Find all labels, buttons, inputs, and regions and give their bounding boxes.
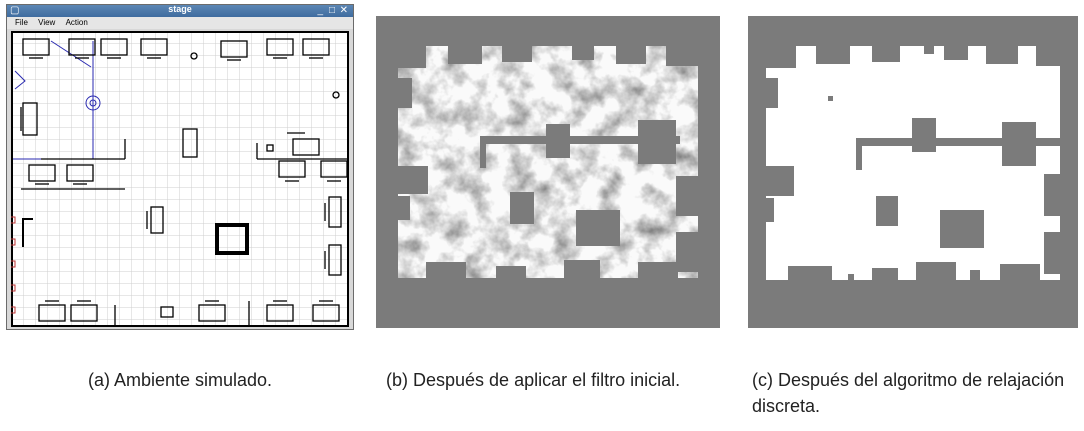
menu-file[interactable]: File bbox=[15, 18, 28, 27]
filtered-map-image bbox=[376, 16, 720, 328]
relaxed-map-image bbox=[748, 16, 1078, 328]
window-title: stage bbox=[168, 4, 192, 14]
minimize-icon[interactable]: _ bbox=[317, 5, 323, 16]
menu-view[interactable]: View bbox=[38, 18, 56, 27]
close-icon[interactable]: ✕ bbox=[339, 5, 348, 16]
simulated-environment-window: ▢ stage _ □ ✕ File View Action bbox=[6, 4, 354, 330]
caption-c: (c) Después del algoritmo de relajación … bbox=[752, 370, 1065, 416]
window-titlebar: ▢ stage _ □ ✕ bbox=[7, 4, 353, 17]
menu-bar: File View Action bbox=[7, 17, 353, 29]
stage-world-view[interactable] bbox=[8, 31, 349, 327]
filtered-occupancy-map bbox=[376, 16, 720, 328]
caption-b: (b) Después de aplicar el filtro inicial… bbox=[386, 370, 681, 390]
caption-a: (a) Ambiente simulado. bbox=[87, 370, 273, 390]
maximize-icon[interactable]: □ bbox=[328, 5, 335, 16]
relaxed-occupancy-map bbox=[748, 16, 1078, 328]
menu-action[interactable]: Action bbox=[65, 18, 88, 27]
stage-map-drawing bbox=[8, 31, 349, 327]
window-menu-icon[interactable]: ▢ bbox=[10, 5, 20, 16]
